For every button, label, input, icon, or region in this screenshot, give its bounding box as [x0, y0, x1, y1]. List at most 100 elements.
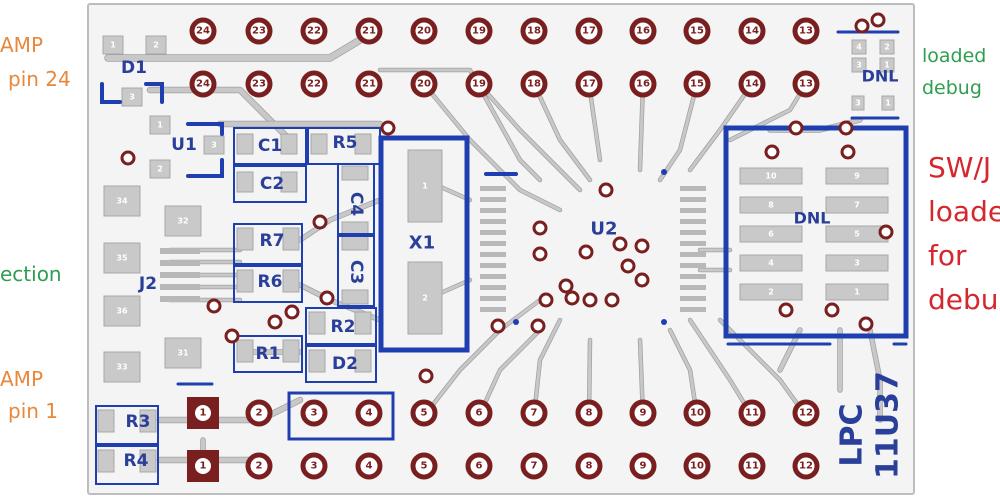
- j2-finger: [160, 248, 200, 254]
- j2-pad-31: [164, 337, 202, 369]
- u2-finger-right: [680, 296, 706, 301]
- u2-finger-left: [480, 274, 506, 279]
- u2-finger-right: [680, 230, 706, 235]
- dnl-small-pad: [851, 57, 867, 73]
- j2-pad-35-label: 35: [116, 254, 128, 263]
- j2-pad-35: [103, 242, 141, 274]
- header-pin-top-22: [300, 17, 328, 45]
- dnl-small-pad: [851, 95, 865, 111]
- u1-pad-3: [203, 135, 225, 155]
- trace: [105, 37, 363, 61]
- dnl-left-pad-2: [739, 283, 803, 301]
- passive-pad: [341, 289, 369, 305]
- j2-pad-32: [164, 205, 202, 237]
- header-pin-top-label: 20: [417, 26, 431, 37]
- label-c3: C3: [346, 260, 366, 284]
- via: [824, 302, 840, 318]
- dnl-left-pad-6-label: 6: [768, 230, 774, 239]
- dnl-right-pad-7: [825, 196, 889, 214]
- note-pin-24: pin 24: [8, 67, 71, 91]
- via: [620, 258, 636, 274]
- header-pin-bottom-2: [245, 399, 273, 427]
- u2-finger-right: [680, 197, 706, 202]
- header-pin-top-14: [738, 17, 766, 45]
- r6-outline: [233, 265, 303, 303]
- header-pin-bottom-2: [245, 452, 273, 480]
- via: [840, 144, 856, 160]
- square-pad-hole: [195, 458, 211, 474]
- header-pin-bottom-7: [520, 452, 548, 480]
- label-r2: R2: [331, 317, 356, 337]
- trace: [532, 318, 562, 418]
- u2-finger-right: [680, 263, 706, 268]
- label-r6: R6: [258, 272, 283, 292]
- header-pin-bottom-label: 2: [256, 408, 263, 419]
- header-pin-top-20: [410, 70, 438, 98]
- via: [854, 18, 870, 34]
- u2-finger-right: [680, 241, 706, 246]
- note-pin-1: pin 1: [8, 399, 59, 423]
- header-pin-top-23: [245, 70, 273, 98]
- header-pin-top-label: 17: [582, 79, 596, 90]
- header-pin-top-18: [520, 70, 548, 98]
- passive-pad: [308, 349, 326, 373]
- x1-pad-1: [407, 149, 443, 223]
- header-pin-bottom-9: [629, 452, 657, 480]
- dnl-left-pad-10-label: 10: [765, 172, 777, 181]
- via: [858, 316, 874, 332]
- trace: [298, 198, 382, 242]
- header-pin-bottom-label: 12: [799, 408, 813, 419]
- header-pin-bottom-label: 11: [745, 461, 759, 472]
- via: [538, 292, 554, 308]
- passive-pad: [282, 339, 300, 363]
- via: [634, 272, 650, 288]
- passive-pad: [354, 349, 372, 373]
- x1-pad-1-label: 1: [422, 182, 428, 191]
- trace: [477, 328, 542, 418]
- via: [578, 244, 594, 260]
- note-for: for: [928, 239, 967, 272]
- d1-pad-3: [121, 87, 143, 107]
- c3-outline: [337, 235, 375, 307]
- u1-pad-2-label: 2: [157, 165, 163, 174]
- header-pin-top-label: 15: [690, 26, 704, 37]
- passive-pad: [139, 409, 157, 433]
- pin-3-4-outline: [287, 391, 395, 441]
- header-pin-bottom-5: [410, 399, 438, 427]
- via-layer: [120, 12, 894, 384]
- passive-pad: [341, 165, 369, 181]
- u1-pad-2: [149, 159, 171, 179]
- square-pad-hole: [195, 405, 211, 421]
- header-pin-top-label: 22: [307, 26, 321, 37]
- header-pin-bottom-3: [300, 399, 328, 427]
- via: [558, 278, 574, 294]
- u2-finger-left: [480, 208, 506, 213]
- header-pin-bottom-label: 10: [690, 461, 704, 472]
- via: [267, 314, 283, 330]
- passive-pad: [308, 311, 326, 335]
- label-dnl-top: DNL: [862, 67, 899, 86]
- label-u1: U1: [171, 135, 197, 155]
- j2-pad-31-label: 31: [177, 349, 189, 358]
- header-pin-top-19: [465, 70, 493, 98]
- label-r3: R3: [126, 412, 151, 432]
- header-pin-top-21: [355, 70, 383, 98]
- passive-pad: [236, 133, 254, 155]
- header-pin-bottom-label: 9: [640, 461, 647, 472]
- header-pin-top-23: [245, 17, 273, 45]
- header-pin-top-label: 14: [745, 79, 759, 90]
- dnl-left-pad-6: [739, 225, 803, 243]
- dnl-small-pad: [879, 57, 895, 73]
- d2-outline: [305, 345, 377, 383]
- note-swj: SW/J: [928, 151, 992, 184]
- note-loaded: loaded: [922, 45, 987, 67]
- via: [634, 238, 650, 254]
- via: [319, 290, 335, 306]
- dnl-right-pad-1: [825, 283, 889, 301]
- j2-finger: [160, 296, 200, 302]
- header-pin-bottom-4: [355, 452, 383, 480]
- header-pin-bottom-label: 4: [366, 461, 373, 472]
- trace: [638, 82, 645, 172]
- passive-pad: [97, 449, 115, 473]
- u1-outline: [186, 122, 224, 136]
